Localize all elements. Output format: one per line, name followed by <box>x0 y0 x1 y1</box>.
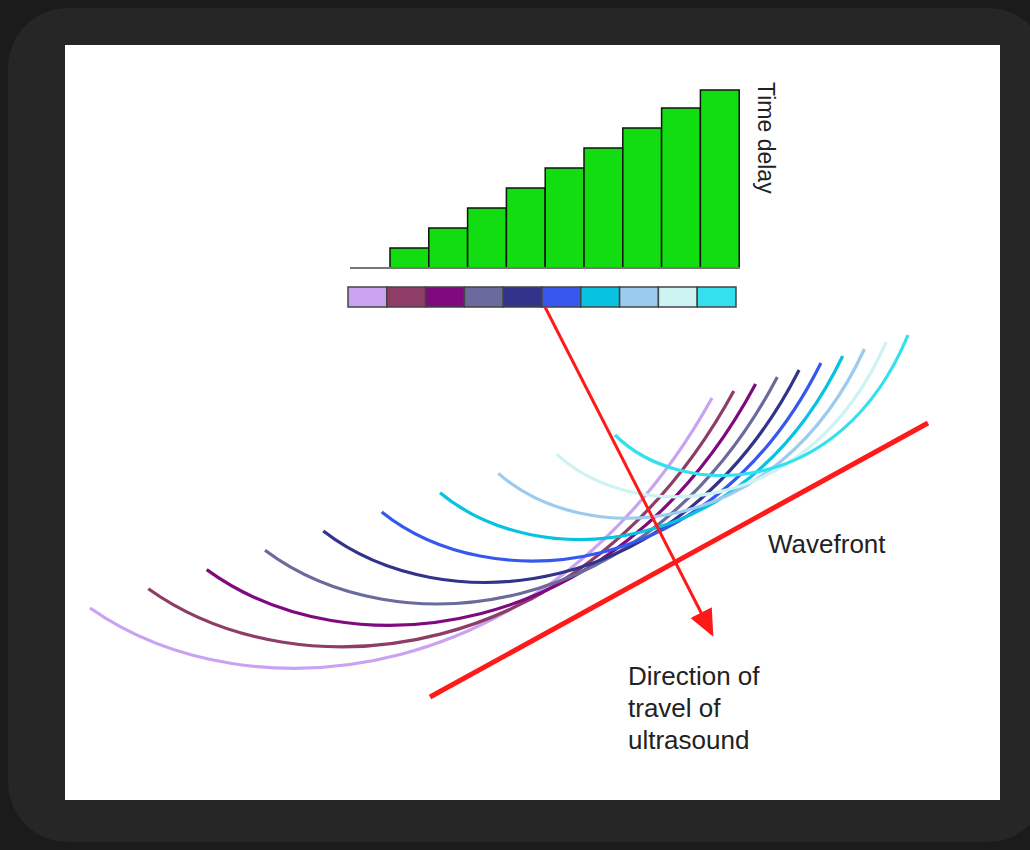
delay-bar <box>584 148 623 268</box>
wavelet-arc <box>207 384 756 625</box>
delay-bar <box>506 188 545 268</box>
delay-bar <box>700 90 739 268</box>
axis-label: Time delay <box>750 82 782 194</box>
direction-label: Direction of travel of ultrasound <box>628 660 808 756</box>
delay-bar <box>545 168 584 268</box>
transducer-element <box>426 287 465 307</box>
bar-baseline <box>350 267 740 269</box>
transducer-elements <box>348 287 736 307</box>
transducer-element <box>348 287 387 307</box>
wavelet-arc <box>498 349 864 518</box>
wavefront-label: Wavefront <box>768 528 928 560</box>
time-delay-bars <box>390 90 739 268</box>
wavelet-arc <box>615 335 908 475</box>
delay-bar <box>468 208 507 268</box>
wavelet-arc <box>382 363 821 561</box>
wavefront-line <box>430 423 928 697</box>
transducer-element <box>542 287 581 307</box>
transducer-element <box>697 287 736 307</box>
direction-arrow <box>545 307 712 634</box>
transducer-element <box>503 287 542 307</box>
delay-bar <box>662 108 701 268</box>
delay-bar <box>429 228 468 268</box>
white-panel <box>65 45 1000 800</box>
transducer-element <box>658 287 697 307</box>
transducer-element <box>620 287 659 307</box>
transducer-element <box>387 287 426 307</box>
delay-bar <box>623 128 662 268</box>
delay-bar <box>390 248 429 268</box>
transducer-element <box>464 287 503 307</box>
transducer-element <box>581 287 620 307</box>
wavelet-arc <box>440 356 843 540</box>
